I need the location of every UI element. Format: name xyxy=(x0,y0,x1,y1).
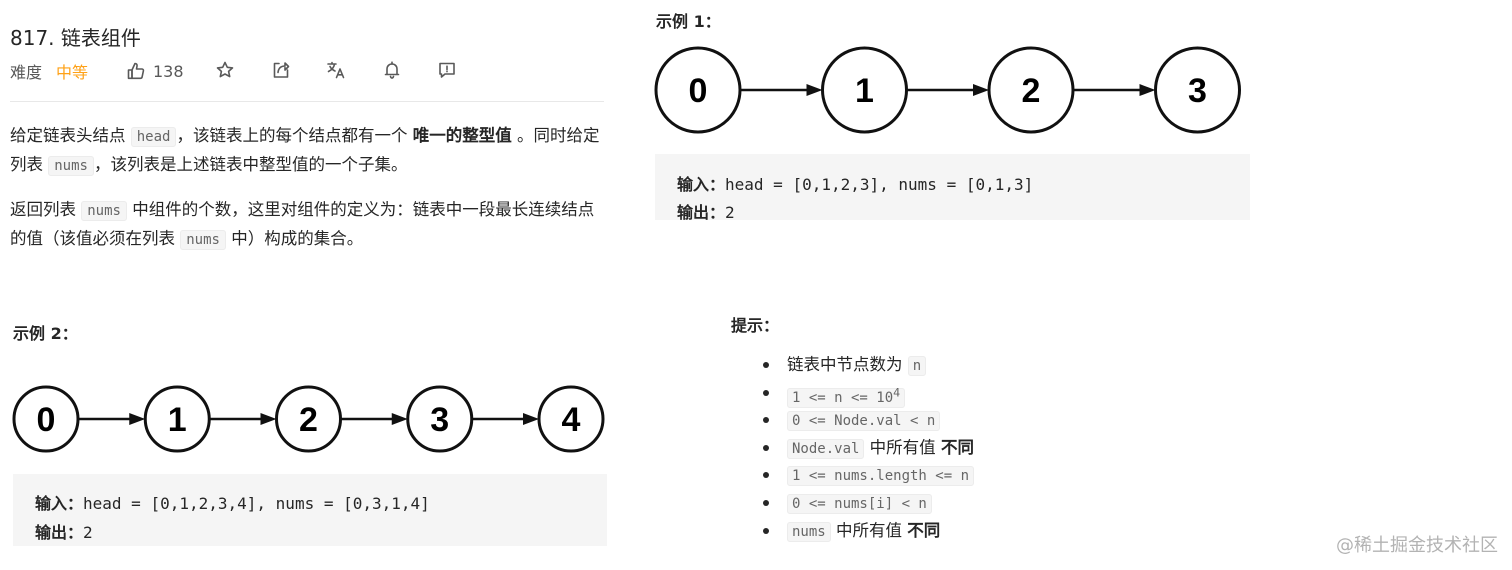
list-node-value: 2 xyxy=(299,401,318,439)
list-node: 0 xyxy=(654,46,742,134)
list-arrow xyxy=(209,413,277,425)
list-node: 1 xyxy=(821,46,908,134)
inline-code-nums: nums xyxy=(48,156,94,176)
constraint-code: nums xyxy=(787,521,831,542)
input-label: 输入： xyxy=(677,175,726,194)
description-paragraph-2: 返回列表 nums 中组件的个数，这里对组件的定义为：链表中一段最长连续结点的值… xyxy=(10,196,610,254)
constraint-code: 1 <= nums.length <= n xyxy=(787,466,975,487)
emphasis-text: 唯一的整型值 xyxy=(412,126,512,145)
example-1-output-line: 输出：2 xyxy=(677,199,1250,227)
list-node: 2 xyxy=(275,385,342,453)
example-2-output-line: 输出：2 xyxy=(35,518,607,547)
header-divider xyxy=(10,101,604,102)
feedback-icon xyxy=(439,62,455,78)
constraint-emphasis: 不同 xyxy=(907,520,941,540)
list-node-value: 1 xyxy=(855,72,874,110)
list-node-value: 1 xyxy=(168,401,187,439)
example-2-io-block: 输入：head = [0,1,2,3,4], nums = [0,3,1,4] … xyxy=(13,474,607,546)
problem-title: 817. 链表组件 xyxy=(10,26,141,50)
list-node: 3 xyxy=(406,385,474,453)
example-2-heading: 示例 2： xyxy=(13,324,78,343)
example-2-output: 2 xyxy=(83,523,93,542)
list-node-value: 3 xyxy=(1188,72,1207,110)
inline-code-nums: nums xyxy=(81,201,127,221)
example-1-input: head = [0,1,2,3], nums = [0,1,3] xyxy=(725,175,1034,194)
description-paragraph-1: 给定链表头结点 head，该链表上的每个结点都有一个 唯一的整型值 。同时给定列… xyxy=(10,122,610,180)
constraint-exponent: 4 xyxy=(893,385,901,400)
description-text: 中）构成的集合。 xyxy=(225,229,364,248)
list-node-value: 3 xyxy=(430,401,449,439)
example-1-output: 2 xyxy=(725,203,735,222)
feedback-button[interactable] xyxy=(437,60,457,80)
list-node: 3 xyxy=(1154,46,1241,134)
constraint-text: 链表中节点数为 xyxy=(787,355,908,374)
input-label: 输入： xyxy=(35,494,84,513)
list-node-value: 2 xyxy=(1022,72,1041,110)
list-arrow xyxy=(906,84,989,96)
description-text: 给定链表头结点 xyxy=(10,126,131,145)
example-2-input-line: 输入：head = [0,1,2,3,4], nums = [0,3,1,4] xyxy=(35,489,607,518)
constraint-text: 中所有值 xyxy=(830,520,908,540)
example-1-input-line: 输入：head = [0,1,2,3], nums = [0,1,3] xyxy=(677,171,1250,199)
list-node-value: 0 xyxy=(689,72,708,110)
constraint-code: 0 <= Node.val < n xyxy=(787,411,941,432)
inline-code-head: head xyxy=(130,127,177,147)
list-arrow xyxy=(740,84,823,96)
share-button[interactable] xyxy=(271,60,291,80)
list-arrow xyxy=(471,413,539,425)
watermark-text: @稀土掘金技术社区 xyxy=(1336,535,1498,556)
constraints-heading: 提示： xyxy=(731,316,780,335)
constraint-code: 0 <= nums[i] < n xyxy=(787,493,932,514)
description-text: ，该列表是上述链表中整型值的一个子集。 xyxy=(93,155,408,174)
star-icon xyxy=(216,61,234,78)
description-text: 。同时给定列表 xyxy=(10,126,600,174)
list-arrow xyxy=(78,413,146,425)
share-icon xyxy=(273,62,290,78)
constraint-code: Node.val xyxy=(787,438,865,459)
output-label: 输出： xyxy=(677,203,726,222)
difficulty-label: 难度 xyxy=(10,63,43,82)
constraint-code: n xyxy=(907,356,927,376)
constraint-code-text: 1 <= n <= 10 xyxy=(792,390,894,407)
inline-code-nums: nums xyxy=(180,230,226,250)
list-node: 0 xyxy=(12,385,80,453)
thumbs-up-icon xyxy=(127,62,145,80)
list-node: 2 xyxy=(987,46,1075,134)
description-text: 返回列表 xyxy=(10,200,82,219)
example-1-heading: 示例 1： xyxy=(656,12,721,31)
list-arrow xyxy=(340,413,408,425)
like-button[interactable]: 138 xyxy=(126,59,184,83)
meta-row: 难度 中等 xyxy=(10,58,88,84)
constraint-text: 中所有值 xyxy=(864,437,941,457)
list-node: 4 xyxy=(537,385,605,453)
example-2-input: head = [0,1,2,3,4], nums = [0,3,1,4] xyxy=(83,494,430,513)
example-1-io-block: 输入：head = [0,1,2,3], nums = [0,1,3] 输出：2 xyxy=(655,154,1250,222)
list-node: 1 xyxy=(143,385,211,453)
difficulty-badge: 中等 xyxy=(56,63,89,82)
constraint-emphasis: 不同 xyxy=(940,437,974,457)
list-arrow xyxy=(1073,84,1156,96)
like-count: 138 xyxy=(153,61,184,81)
constraint-code: 1 <= n <= 104 xyxy=(787,385,906,409)
translate-button[interactable] xyxy=(326,60,346,80)
description-text: 中组件的个数，这里对组件的定义为：链表中一段最长连续结点的值（该值必须在列表 xyxy=(10,200,595,248)
favorite-button[interactable] xyxy=(215,60,235,80)
description-text: ，该链表上的每个结点都有一个 xyxy=(176,126,413,145)
output-label: 输出： xyxy=(35,523,84,542)
bell-icon xyxy=(384,61,400,79)
list-node-value: 4 xyxy=(562,401,581,439)
notification-button[interactable] xyxy=(382,60,402,80)
translate-icon xyxy=(327,61,345,79)
list-node-value: 0 xyxy=(37,401,56,439)
